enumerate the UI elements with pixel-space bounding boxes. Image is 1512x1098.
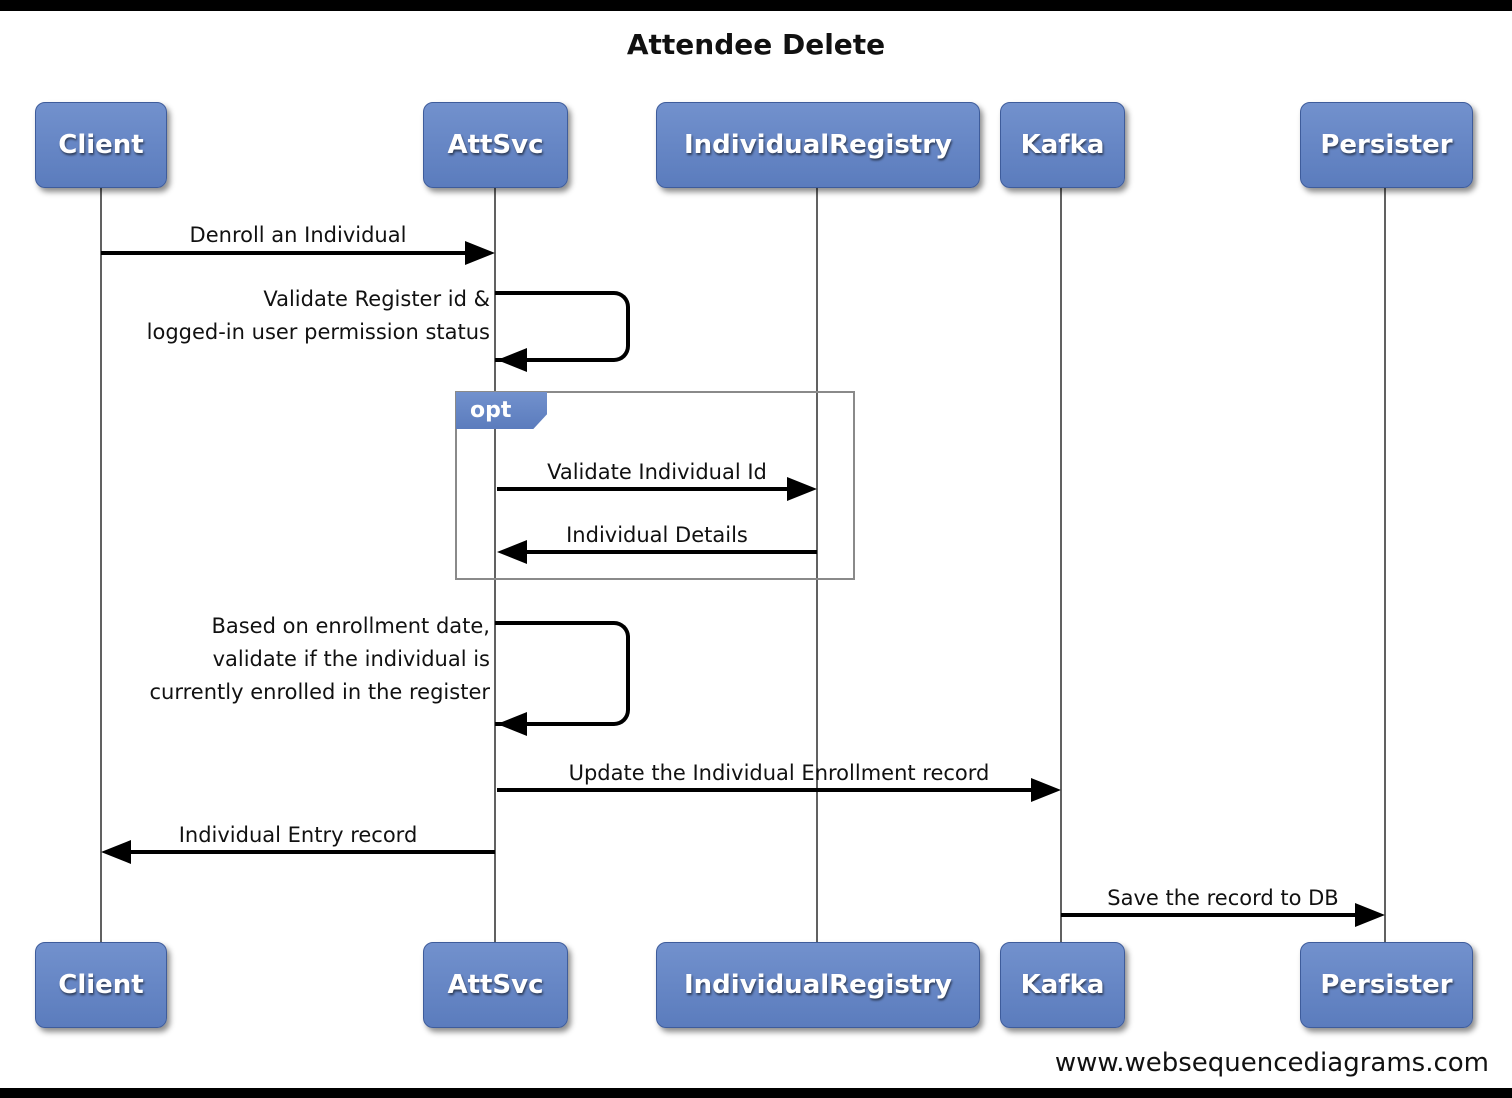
message-label-update-enrollment: Update the Individual Enrollment record (568, 761, 990, 785)
opt-fragment-frame (455, 391, 855, 580)
actor-kafka-bottom: Kafka (1000, 942, 1125, 1028)
arrowhead-right-icon (787, 477, 817, 501)
actor-label: Kafka (1020, 970, 1105, 1000)
lifeline-persister (1384, 188, 1386, 942)
message-line (1061, 913, 1355, 917)
message-line (497, 487, 790, 491)
arrowhead-left-icon (497, 348, 527, 372)
diagram-title: Attendee Delete (626, 28, 886, 61)
actor-persister-top: Persister (1300, 102, 1473, 188)
message-line (101, 251, 470, 255)
opt-fragment-tab: opt (456, 392, 547, 429)
message-label-validate-individual-id: Validate Individual Id (547, 460, 767, 484)
actor-label: Persister (1320, 130, 1453, 160)
actor-client-bottom: Client (35, 942, 167, 1028)
actor-label: AttSvc (447, 970, 544, 1000)
arrowhead-left-icon (497, 712, 527, 736)
actor-label: IndividualRegistry (684, 130, 952, 160)
bottom-border-bar (0, 1088, 1512, 1098)
actor-client-top: Client (35, 102, 167, 188)
label-line: currently enrolled in the register (149, 680, 490, 704)
actor-kafka-top: Kafka (1000, 102, 1125, 188)
actor-label: Persister (1320, 970, 1453, 1000)
actor-label: Kafka (1020, 130, 1105, 160)
message-label-individual-details: Individual Details (566, 523, 748, 547)
message-label-denroll: Denroll an Individual (189, 223, 407, 247)
actor-individualregistry-top: IndividualRegistry (656, 102, 980, 188)
arrowhead-left-icon (497, 540, 527, 564)
message-line (497, 788, 1031, 792)
lifeline-individualregistry (816, 188, 818, 942)
lifeline-client (100, 188, 102, 942)
actor-label: Client (58, 130, 144, 160)
actor-label: IndividualRegistry (684, 970, 952, 1000)
label-line: Based on enrollment date, (211, 614, 490, 638)
label-line: validate if the individual is (212, 647, 490, 671)
arrowhead-left-icon (101, 840, 131, 864)
label-line: logged-in user permission status (146, 320, 490, 344)
label-line: Validate Register id & (263, 287, 490, 311)
actor-attsvc-bottom: AttSvc (423, 942, 568, 1028)
watermark-websequencediagrams: www.websequencediagrams.com (1054, 1048, 1489, 1078)
arrowhead-right-icon (465, 241, 495, 265)
lifeline-attsvc (494, 188, 496, 942)
arrowhead-right-icon (1355, 903, 1385, 927)
message-line (527, 550, 817, 554)
actor-label: Client (58, 970, 144, 1000)
message-label-save-record: Save the record to DB (1107, 886, 1339, 910)
actor-label: AttSvc (447, 130, 544, 160)
top-border-bar (0, 0, 1512, 11)
arrowhead-right-icon (1031, 778, 1061, 802)
self-message-label-validate-register: Validate Register id & logged-in user pe… (80, 283, 490, 349)
actor-attsvc-top: AttSvc (423, 102, 568, 188)
self-message-label-enrollment-date: Based on enrollment date, validate if th… (55, 610, 490, 709)
actor-persister-bottom: Persister (1300, 942, 1473, 1028)
lifeline-kafka (1060, 188, 1062, 942)
actor-individualregistry-bottom: IndividualRegistry (656, 942, 980, 1028)
self-loop (495, 621, 630, 726)
self-loop (495, 291, 630, 362)
message-line (131, 850, 495, 854)
message-label-individual-entry: Individual Entry record (178, 823, 418, 847)
